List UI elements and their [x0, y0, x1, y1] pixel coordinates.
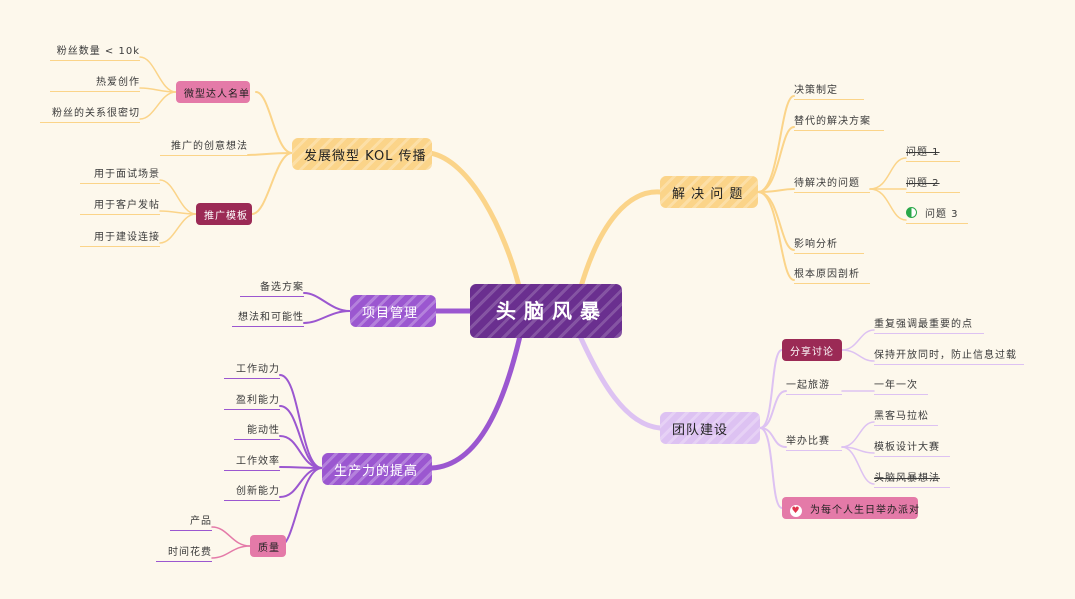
- link-center-productivity: [429, 333, 523, 471]
- problem-item-active[interactable]: 问题 3: [906, 205, 968, 224]
- contest-item[interactable]: 黑客马拉松: [874, 407, 938, 426]
- problem-item-done[interactable]: 问题 2: [906, 174, 960, 193]
- subtopic-kol-template[interactable]: 推广模板: [196, 203, 252, 225]
- topic-project[interactable]: 项目管理: [350, 295, 436, 327]
- contest-item-done[interactable]: 头脑风暴想法: [874, 469, 950, 488]
- central-topic[interactable]: 头脑风暴: [470, 284, 622, 338]
- topic-solve[interactable]: 解 决 问 题: [660, 176, 758, 208]
- subtopic-quality[interactable]: 质量: [250, 535, 286, 557]
- half-progress-icon: [906, 207, 917, 218]
- link-center-team: [577, 333, 663, 431]
- productivity-item[interactable]: 创新能力: [224, 482, 280, 501]
- link-center-kol: [427, 150, 523, 293]
- solve-item[interactable]: 决策制定: [794, 81, 864, 100]
- problem-label: 问题 3: [925, 209, 959, 220]
- kol-template-item[interactable]: 用于客户发帖: [80, 196, 160, 215]
- subtopic-birthday-party[interactable]: ♥ 为每个人生日举办派对: [782, 497, 920, 519]
- party-label: 为每个人生日举办派对: [810, 505, 920, 516]
- team-travel[interactable]: 一起旅游: [786, 376, 842, 395]
- kol-template-item[interactable]: 用于建设连接: [80, 228, 160, 247]
- subtopic-share[interactable]: 分享讨论: [782, 339, 842, 361]
- subtopic-kol-list[interactable]: 微型达人名单: [176, 81, 250, 103]
- quality-item[interactable]: 时间花费: [156, 543, 212, 562]
- productivity-item[interactable]: 盈利能力: [224, 391, 280, 410]
- project-item[interactable]: 备选方案: [240, 278, 304, 297]
- heart-icon: ♥: [790, 505, 802, 517]
- share-item[interactable]: 保持开放同时，防止信息过载: [874, 346, 1024, 365]
- kol-template-item[interactable]: 用于面试场景: [80, 165, 160, 184]
- contest-item[interactable]: 模板设计大赛: [874, 438, 950, 457]
- topic-kol[interactable]: 发展微型 KOL 传播: [292, 138, 432, 170]
- solve-item[interactable]: 待解决的问题: [794, 174, 870, 193]
- quality-item[interactable]: 产品: [170, 512, 212, 531]
- solve-item[interactable]: 影响分析: [794, 235, 864, 254]
- solve-item[interactable]: 替代的解决方案: [794, 112, 884, 131]
- solve-item[interactable]: 根本原因剖析: [794, 265, 870, 284]
- productivity-item[interactable]: 能动性: [234, 421, 280, 440]
- kol-idea[interactable]: 推广的创意想法: [160, 137, 248, 156]
- topic-team[interactable]: 团队建设: [660, 412, 760, 444]
- problem-item-done[interactable]: 问题 1: [906, 143, 960, 162]
- share-item[interactable]: 重复强调最重要的点: [874, 315, 984, 334]
- project-item[interactable]: 想法和可能性: [232, 308, 304, 327]
- link-center-solve: [577, 189, 663, 293]
- kol-list-item[interactable]: 热爱创作: [50, 73, 140, 92]
- productivity-item[interactable]: 工作效率: [224, 452, 280, 471]
- travel-item[interactable]: 一年一次: [874, 376, 928, 395]
- kol-list-item[interactable]: 粉丝数量 < 10k: [50, 42, 140, 61]
- kol-list-item[interactable]: 粉丝的关系很密切: [40, 104, 140, 123]
- productivity-item[interactable]: 工作动力: [224, 360, 280, 379]
- topic-productivity[interactable]: 生产力的提高: [322, 453, 432, 485]
- team-contest[interactable]: 举办比赛: [786, 432, 842, 451]
